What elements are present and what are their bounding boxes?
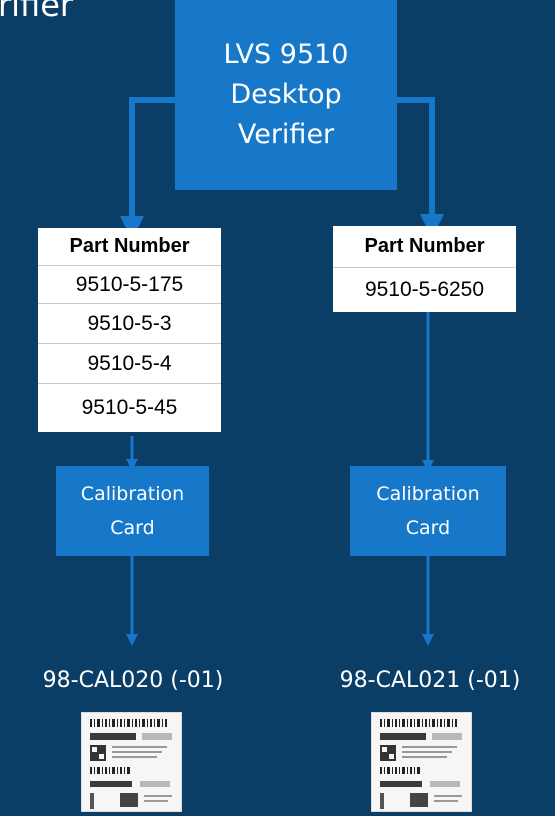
left-part-table: Part Number 9510-5-175 9510-5-3 9510-5-4… [38,228,221,432]
left-calibration-card-image [81,712,182,812]
right-part-table: Part Number 9510-5-6250 [333,226,516,312]
left-table-row: 9510-5-4 [38,344,221,384]
right-table-row: 9510-5-6250 [333,268,516,312]
main-line3: Verifier [237,119,335,150]
left-table-row: 9510-5-45 [38,384,221,432]
main-line1: LVS 9510 [223,39,349,70]
left-cal-line1: Calibration [80,483,185,505]
left-cal-line2: Card [110,517,155,539]
calibration-card-icon [82,713,181,811]
right-cal-line2: Card [405,517,451,539]
right-table-header: Part Number [333,226,516,268]
main-device-box: LVS 9510 Desktop Verifier [175,0,397,190]
right-cal-line1: Calibration [376,483,480,505]
main-line2: Desktop [230,79,342,110]
left-calibration-card-box: Calibration Card [56,466,209,556]
right-output-label: 98-CAL021 (-01) [339,668,521,693]
left-table-header: Part Number [38,228,221,266]
left-table-row: 9510-5-175 [38,266,221,304]
left-output-label: 98-CAL020 (-01) [42,668,224,693]
left-table-row: 9510-5-3 [38,304,221,344]
right-calibration-card-box: Calibration Card [350,466,506,556]
arrow-main-to-left [120,97,175,240]
right-calibration-card-image [371,712,472,812]
calibration-card-icon [372,713,471,811]
arrow-main-to-right [397,97,444,238]
title-fragment: rifier [0,0,74,24]
